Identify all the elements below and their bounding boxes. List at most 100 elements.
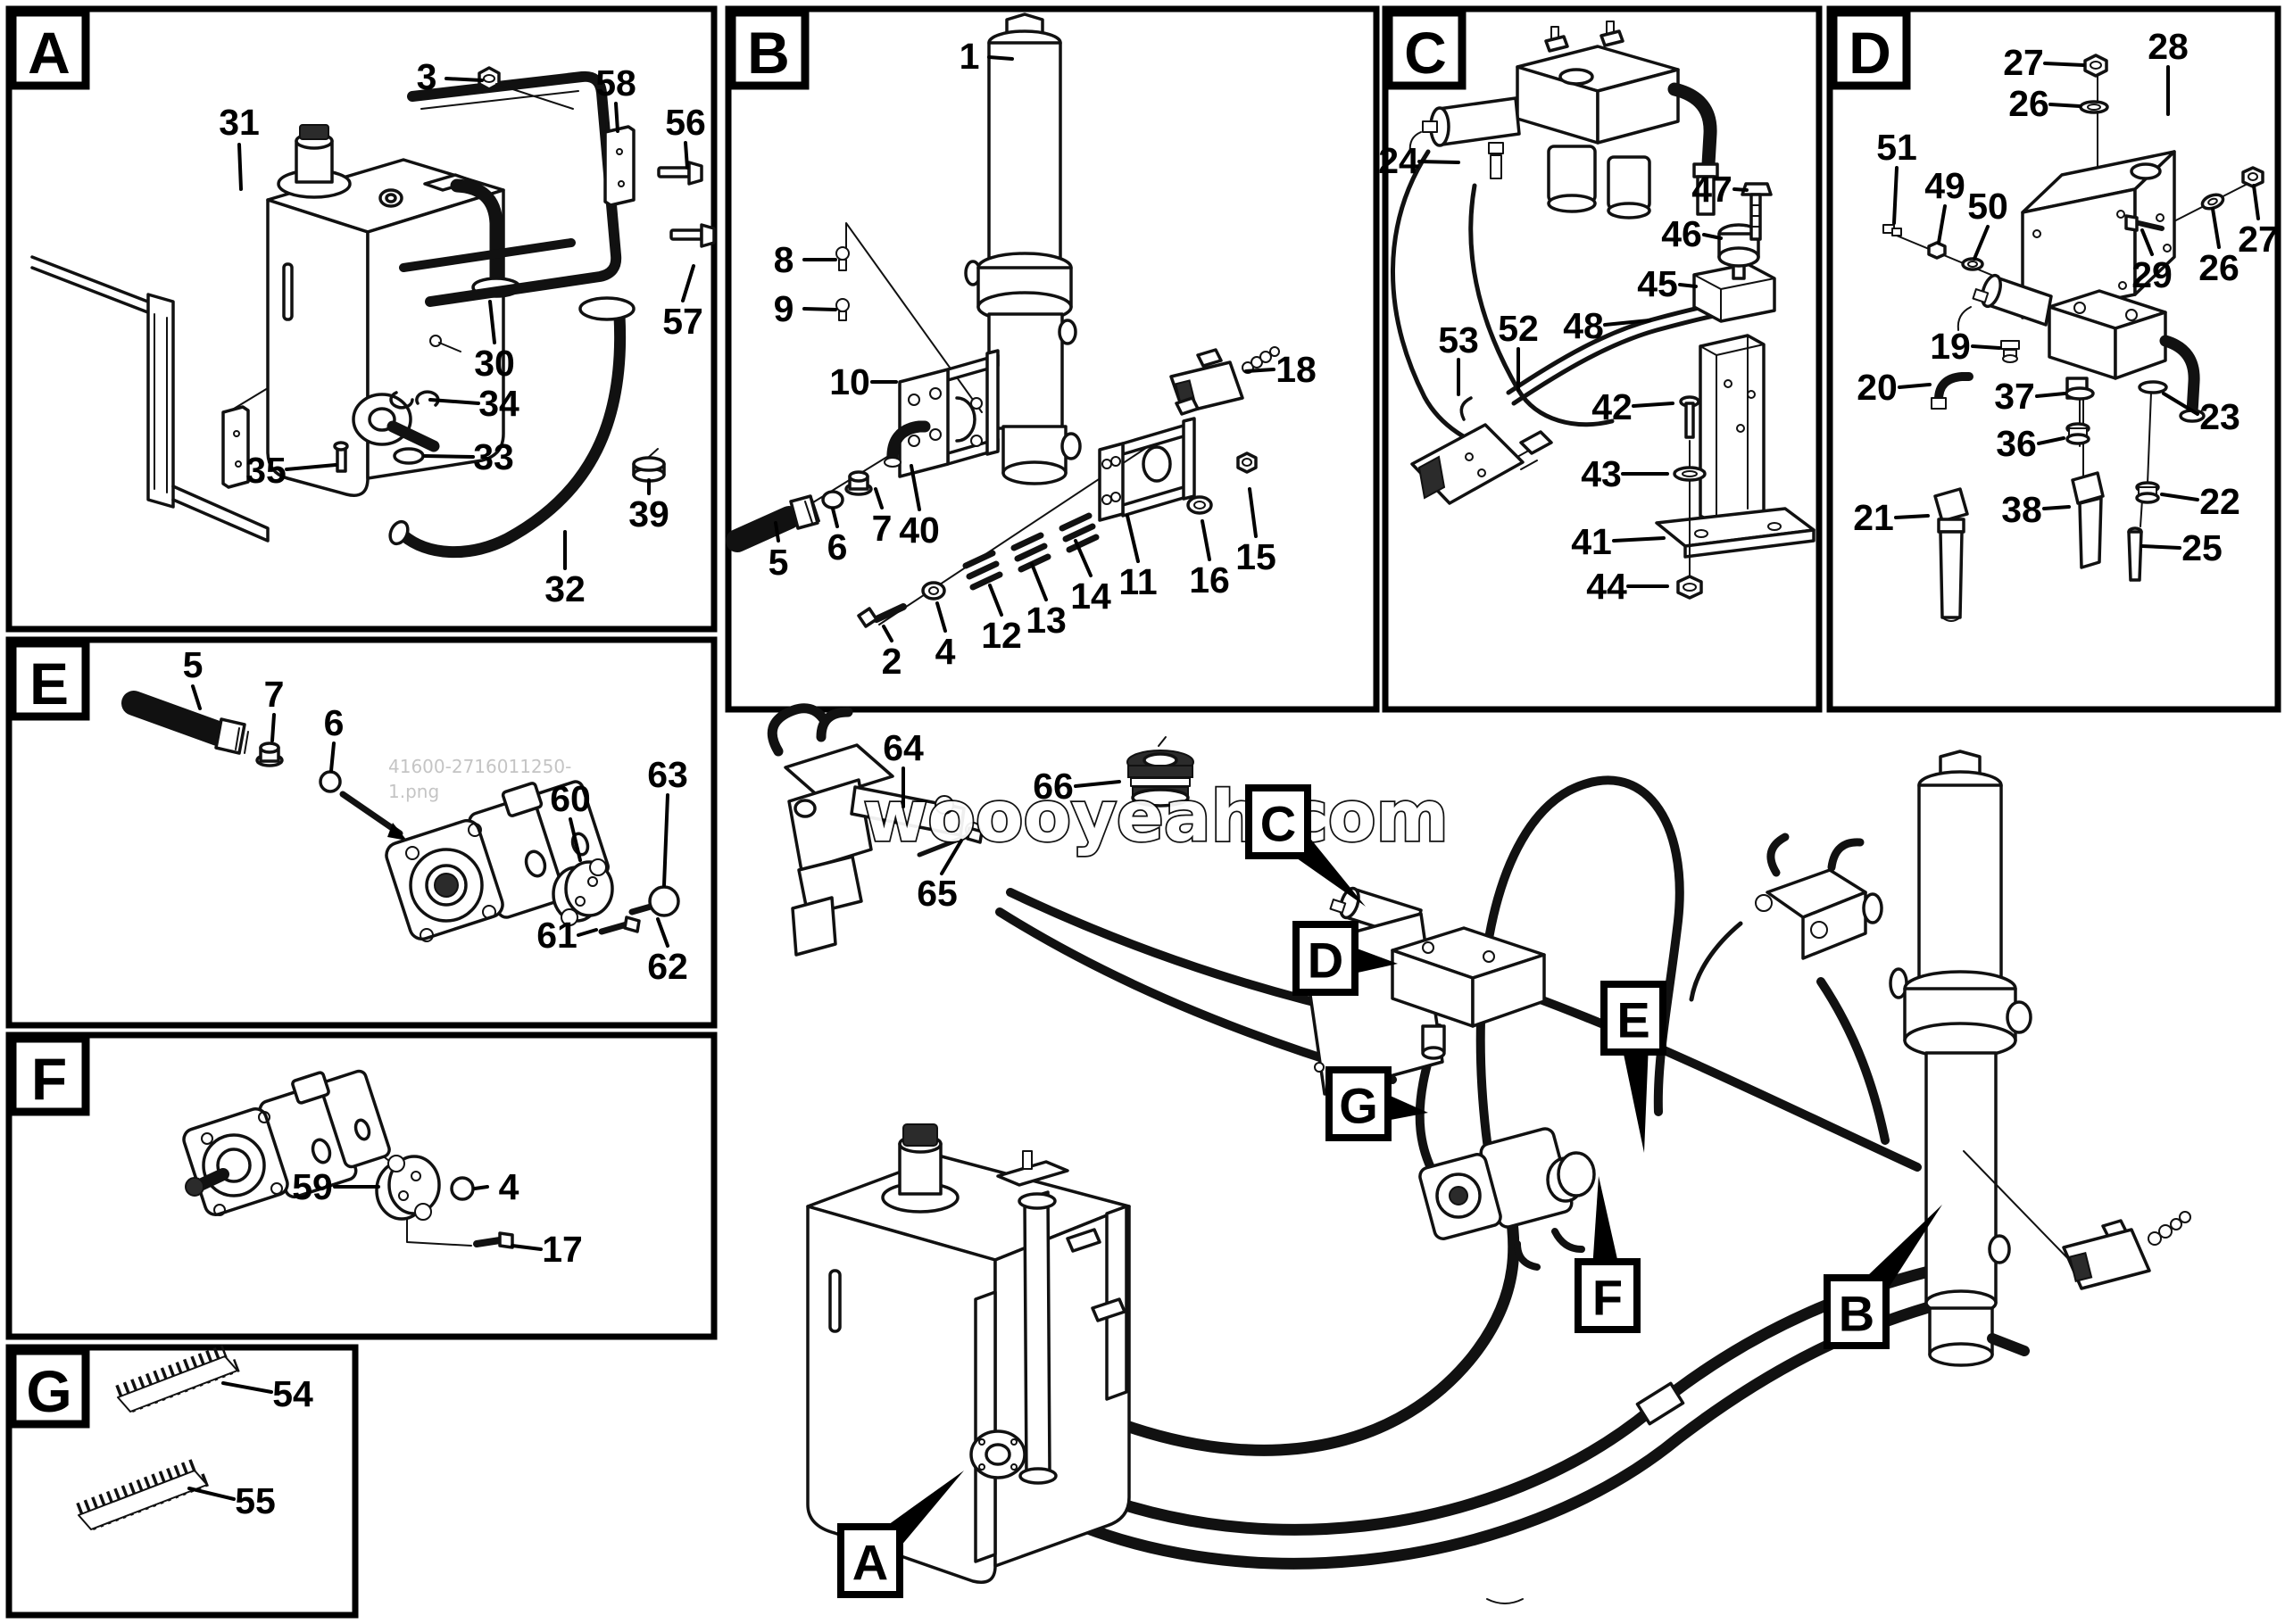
leader-line-50 [1973,225,1990,261]
leader-line-38 [2042,505,2071,510]
pump-body-f [182,1069,391,1217]
cap-39 [632,448,666,483]
part-number-30: 30 [474,343,515,384]
part-number-45: 45 [1637,263,1678,304]
part-number-5: 5 [183,644,204,685]
part-number-4: 4 [499,1166,519,1207]
part-number-33: 33 [473,436,514,477]
leader-line-4 [935,601,947,633]
tube-38 [2071,471,2105,569]
nut-27-right [2241,166,2264,188]
part-number-39: 39 [628,493,669,534]
panel-f-drawing-gear-pump [182,1069,514,1249]
oring-6e [319,770,342,793]
bracket-10 [898,349,1000,478]
leader-line-37 [2035,392,2066,398]
panel-g-border [5,1344,359,1619]
leader-line-30 [488,300,496,344]
pointer-A [883,1471,964,1546]
panel-e-label: E [8,639,90,721]
part-number-26: 26 [2008,83,2049,124]
bolt-42 [1679,395,1700,439]
pointer-F [1592,1176,1618,1264]
panel-d-letter: D [1849,20,1891,86]
faint-filename-watermark-line2: 1.png [388,781,439,802]
assembly-ref-box-B [1824,1274,1890,1349]
assembly-ref-box-F [1575,1258,1641,1333]
washer-4 [921,581,946,601]
panel-a-label: A [8,8,90,90]
part-number-19: 19 [1930,326,1971,367]
part-number-2: 2 [882,641,902,682]
part-number-29: 29 [2131,254,2173,295]
part-number-64: 64 [883,727,924,768]
part-number-48: 48 [1563,305,1604,346]
part-number-28: 28 [2148,26,2189,67]
leader-line-12 [988,584,1003,617]
leader-line-1 [987,55,1014,61]
panel-corner-letters: A B C D E F G [8,8,1911,1429]
part-number-66: 66 [1033,766,1074,807]
panel-g-label: G [8,1346,90,1429]
part-number-12: 12 [981,615,1022,656]
leader-line-7 [874,487,884,510]
oring-23 [2138,380,2168,394]
leader-line-41 [1612,536,1666,543]
assembly-ref-box-A [837,1523,903,1598]
part-number-1: 1 [960,36,980,77]
suction-tube-5e [121,691,249,755]
hose-21 [1933,487,1969,622]
nut-44 [1676,575,1703,600]
part-number-23: 23 [2199,396,2240,437]
leader-line-14 [1074,539,1093,577]
part-number-27: 27 [2003,42,2044,83]
leader-line-60 [569,817,582,862]
hose-clamp [1635,1381,1685,1426]
faint-filename-watermark-line1: 41600-2716011250- [388,756,571,777]
leader-line-7 [270,713,276,742]
assembly-ref-letter-G: G [1339,1078,1378,1134]
leader-line-66 [1074,780,1121,788]
leader-line-31 [237,143,243,191]
part-number-49: 49 [1924,165,1965,206]
assembly-ref-letter-A: A [852,1535,888,1591]
leader-line-17 [511,1244,543,1251]
part-number-15: 15 [1235,536,1276,577]
tube-25 [2127,526,2143,582]
part-number-17: 17 [542,1229,583,1270]
leader-line-18 [1244,368,1275,373]
leader-line-62 [656,917,669,948]
main-assembly-drawing: woooyeah.com [767,703,2191,1604]
elbow-40 [884,420,931,468]
leader-line-54 [221,1381,273,1394]
main-switch-b [2062,1211,2191,1290]
part-number-3: 3 [417,56,437,97]
main-fitting-cluster [1689,833,1883,1002]
part-number-6: 6 [827,526,848,568]
part-number-61: 61 [536,915,577,956]
bolt-17 [473,1231,514,1249]
panel-g-drawing-wire-ducts [76,1344,240,1531]
panel-f-border [5,1032,718,1340]
leader-line-20 [1898,383,1932,389]
part-number-35: 35 [245,450,287,491]
pressure-switch-53 [1410,396,1553,505]
washer-50 [1961,257,1984,271]
leader-line-29 [2140,228,2154,256]
panel-a-letter: A [28,20,71,86]
assembly-ref-letter-F: F [1592,1270,1623,1326]
part-number-46: 46 [1661,213,1702,254]
spring-pin-13 [1010,532,1051,573]
leader-line-33 [423,454,475,459]
leader-line-27 [2252,184,2260,220]
leader-line-56 [684,141,689,170]
washer-16 [1186,495,1213,515]
assembly-ref-box-G [1325,1066,1392,1141]
part-number-36: 36 [1996,423,2037,464]
coupling-60 [552,858,614,926]
part-number-11: 11 [1118,561,1157,602]
part-number-10: 10 [829,361,870,402]
panel-borders [5,5,2281,1619]
